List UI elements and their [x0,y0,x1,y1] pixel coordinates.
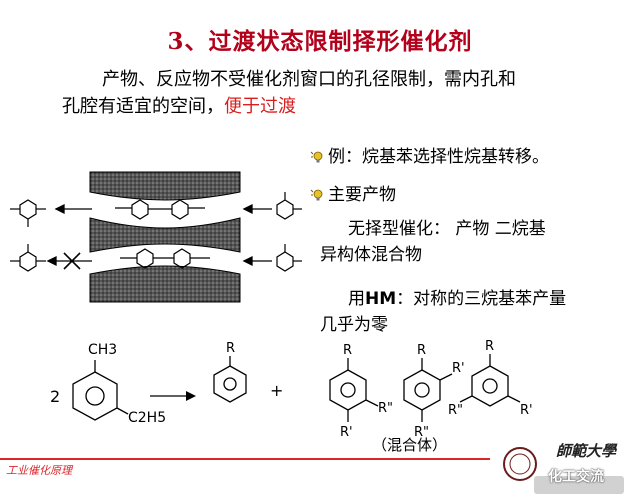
bullet-example: 例：烷基苯选择性烷基转移。 [310,142,549,167]
pore-wall-bottom [89,265,241,303]
non-selective-paragraph: 无择型催化： 产物 二烷基 异构体混合物 [320,216,630,268]
intro-highlight: 便于过渡 [224,96,296,117]
isomer2-r: R [417,343,426,358]
isomer-ring-3 [471,365,509,407]
substituent-top: CH3 [88,342,117,358]
isomer1-r1: R' [340,425,353,440]
isomer2-r2: R" [414,425,429,440]
pore-wall-top [89,171,241,201]
bullet-main-products: 主要产物 [310,180,396,205]
reaction-scheme: 2 CH3 C2H5 R + R R" R' R R' R" R R" R' [50,339,533,440]
para1-line-1: 无择型催化： 产物 二烷基 [348,219,546,239]
reactant-ring [72,371,118,421]
product-molecule-upper [10,199,46,227]
channel-molecules-upper [115,199,205,220]
plus-sign: + [270,381,283,400]
isomer-ring-1 [329,369,367,411]
para1-line-2: 异构体混合物 [320,245,422,265]
reactant-molecule-upper [276,192,302,220]
isomer2-r1: R' [452,361,465,376]
university-name: 師範大學 [556,442,617,460]
para2-hm: HM [365,289,397,309]
para2-line-2: 几乎为零 [320,315,388,335]
watermark-text: 化工交流 [548,469,604,485]
isomer3-r2: R" [448,403,463,418]
para2-line-1: ：对称的三烷基苯产量 [396,289,567,309]
stoich-coefficient: 2 [50,387,60,406]
page-title: 3、过渡状态限制择形催化剂 [167,28,473,55]
university-logo [503,447,624,494]
isomer1-r2: R" [378,401,393,416]
pore-wall-middle [89,217,241,253]
hm-paragraph: 用HM：对称的三烷基苯产量 几乎为零 [320,286,630,338]
footer-course-name: 工业催化原理 [6,464,72,477]
isomer-ring-2 [403,369,441,411]
isomer3-r: R [485,339,494,354]
product-benzene-ring [213,365,247,403]
reactant-molecule-lower [276,244,302,272]
bullet-example-text: 例：烷基苯选择性烷基转移。 [328,147,549,167]
isomer1-r: R [343,343,352,358]
footer-divider [0,458,490,460]
bullet-main-text: 主要产物 [328,185,396,205]
intro-paragraph: 产物、反应物不受催化剂窗口的孔径限制，需内孔和 孔腔有适宜的空间，便于过渡 [62,66,622,120]
intro-line-1: 产物、反应物不受催化剂窗口的孔径限制，需内孔和 [102,69,516,90]
substituent-bottom: C2H5 [128,410,166,426]
product-r-label: R [226,341,235,356]
lightbulb-icon [310,151,323,163]
pore-diagram [10,171,302,303]
lightbulb-icon [310,189,323,201]
intro-line-2: 孔腔有适宜的空间， [62,96,224,117]
product-molecule-lower [10,244,46,272]
mixture-label: （混合体） [372,436,448,454]
isomer3-r1: R' [520,403,533,418]
channel-molecules-lower [120,248,210,269]
para2-prefix: 用 [348,289,365,309]
